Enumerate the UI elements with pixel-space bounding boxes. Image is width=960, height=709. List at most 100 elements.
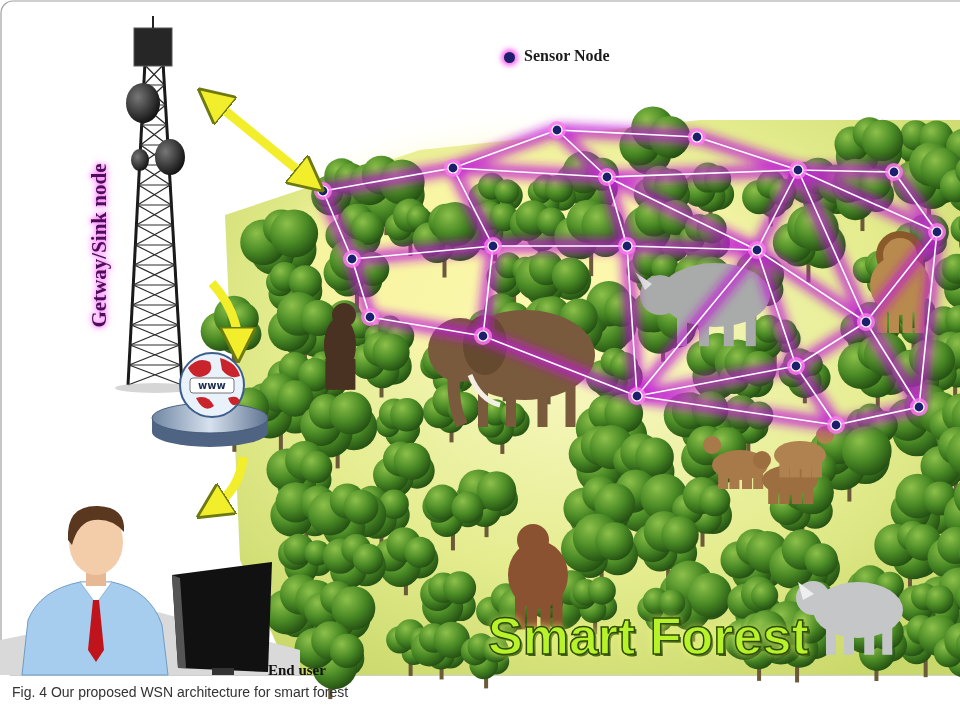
network-link xyxy=(836,407,919,425)
sensor-node-glow xyxy=(885,163,903,181)
legend-swatch xyxy=(504,52,515,63)
animal-leg xyxy=(724,311,734,346)
sensor-node-glow xyxy=(827,416,845,434)
tree-crown xyxy=(350,332,412,398)
network-glow-line xyxy=(796,322,866,366)
tower-brace xyxy=(139,185,172,205)
network-link xyxy=(757,170,798,250)
leaf-cluster xyxy=(443,571,476,604)
leaf-cluster xyxy=(958,208,960,240)
network-glow-line xyxy=(352,259,370,317)
leaf-cluster xyxy=(947,428,960,477)
tower-brace xyxy=(137,205,172,225)
tower-rung xyxy=(133,285,176,286)
leaf-cluster xyxy=(372,334,409,371)
network-link xyxy=(919,232,937,407)
tower-rung xyxy=(131,325,178,326)
network-link xyxy=(796,366,836,425)
network-glow-line xyxy=(866,322,919,407)
network-glow-line xyxy=(637,366,796,396)
globe-land xyxy=(188,360,211,377)
network-link xyxy=(607,170,798,177)
animal-leg xyxy=(753,473,763,490)
web-label: www xyxy=(198,380,226,391)
link-arrow xyxy=(212,457,243,508)
sensor-node xyxy=(318,186,328,196)
network-glow-line xyxy=(757,170,798,250)
globe-land xyxy=(196,397,214,409)
animal-head xyxy=(753,451,771,469)
network-link xyxy=(798,170,894,172)
sensor-node xyxy=(622,241,632,251)
animal-leg xyxy=(803,488,813,505)
network-link xyxy=(637,366,796,396)
animal-leg xyxy=(790,462,800,477)
network-glow-line xyxy=(919,232,937,407)
network-glow-line xyxy=(453,130,557,168)
leaf-cluster xyxy=(945,305,960,335)
network-link xyxy=(453,168,607,177)
smart-forest-title: Smart Forest xyxy=(488,606,809,666)
network-link xyxy=(637,250,757,396)
network-link xyxy=(323,191,352,259)
sensor-node xyxy=(889,167,899,177)
animal-leg xyxy=(792,488,802,505)
tree-crown xyxy=(940,155,960,219)
network-link xyxy=(352,246,493,259)
end-user xyxy=(0,506,300,675)
tower-brace xyxy=(129,365,182,385)
animal-leg xyxy=(566,378,576,428)
network-link xyxy=(796,322,866,366)
tower-brace xyxy=(134,265,176,285)
network-glow xyxy=(323,130,937,425)
sensor-node-glow xyxy=(598,168,616,186)
sensor-node xyxy=(478,331,488,341)
leaf-cluster xyxy=(842,426,892,476)
network-glow-line xyxy=(323,191,352,259)
leaf-cluster xyxy=(925,585,954,614)
animal-leg xyxy=(779,488,789,505)
leaf-cluster xyxy=(699,485,730,516)
sensor-node-glow xyxy=(789,161,807,179)
user-hair xyxy=(68,506,124,545)
network-glow-line xyxy=(453,168,493,246)
sensor-node-glow xyxy=(474,327,492,345)
tower-brace xyxy=(136,225,173,245)
figure-caption: Fig. 4 Our proposed WSN architecture for… xyxy=(12,684,348,700)
network-link xyxy=(483,336,637,396)
sensor-node xyxy=(365,312,375,322)
sensor-node-glow xyxy=(548,121,566,139)
leaf-cluster xyxy=(344,490,379,525)
monitor-back xyxy=(172,562,272,672)
tower-rung xyxy=(130,345,180,346)
globe xyxy=(180,353,244,417)
rhino xyxy=(796,581,903,655)
leaf-cluster xyxy=(956,628,960,661)
animal-leg xyxy=(864,624,874,655)
sensor-node-glow xyxy=(628,387,646,405)
tree-crown xyxy=(934,622,960,687)
sensor-node-glow xyxy=(314,182,332,200)
animal-leg xyxy=(506,378,516,428)
tower-rung xyxy=(135,245,173,246)
network-glow-line xyxy=(637,396,836,425)
sensor-node-glow xyxy=(618,237,636,255)
animal-leg xyxy=(538,378,548,428)
tower-rung xyxy=(137,205,171,206)
network-link xyxy=(557,130,607,177)
leaf-cluster xyxy=(595,522,633,560)
sensor-node-glow xyxy=(343,250,361,268)
link-arrow xyxy=(212,100,310,180)
leaf-cluster xyxy=(942,254,960,284)
monitor-stand xyxy=(212,668,234,675)
network-glow-line xyxy=(370,317,483,336)
sensor-node xyxy=(932,227,942,237)
network-glow-line xyxy=(757,250,796,366)
sensor-node xyxy=(347,254,357,264)
animal-leg xyxy=(768,488,778,505)
animal-leg xyxy=(826,624,836,655)
network-glow-line xyxy=(607,170,798,177)
sensor-node xyxy=(752,245,762,255)
network-glow-line xyxy=(836,407,919,425)
